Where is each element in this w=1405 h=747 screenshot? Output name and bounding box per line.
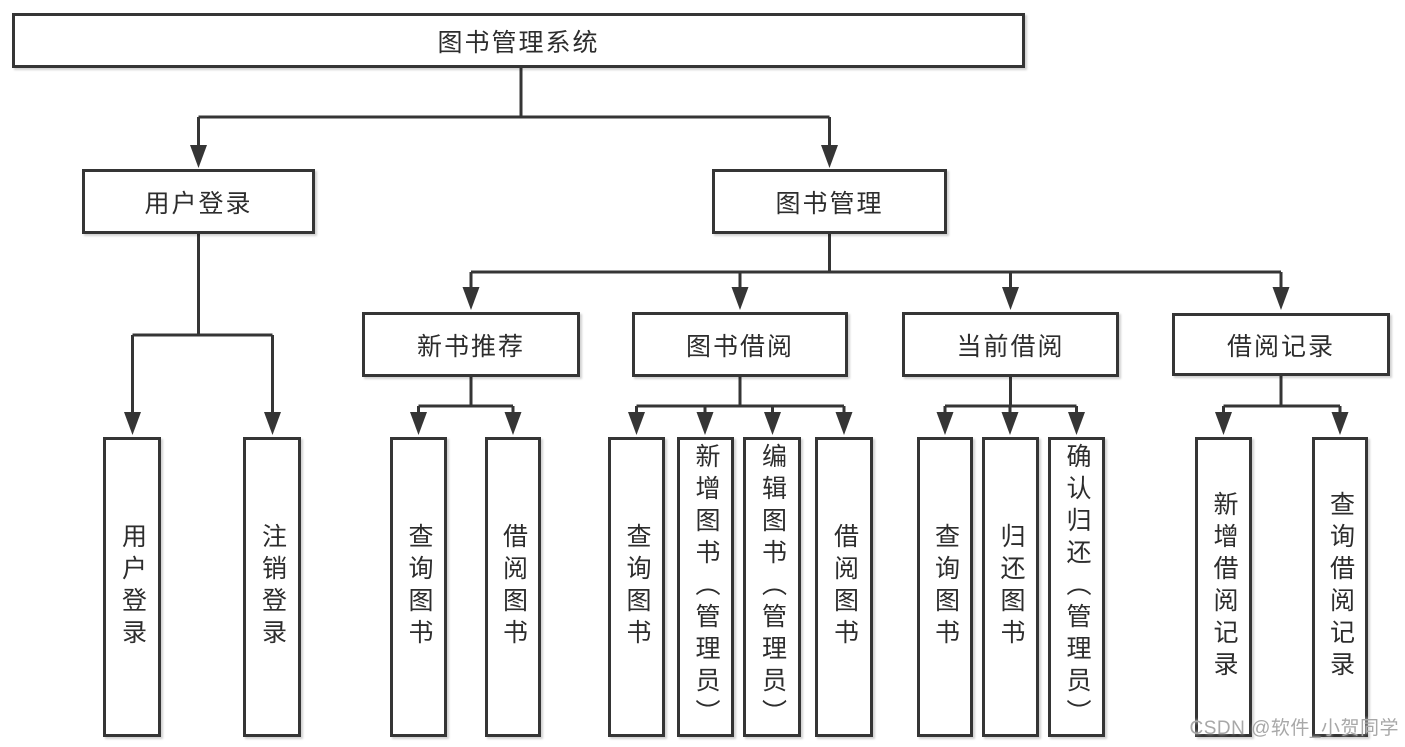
- leaf-borrow-book-2: 借阅图书: [815, 437, 873, 737]
- node-root: 图书管理系统: [12, 13, 1025, 68]
- leaf-query-book-2: 查询图书: [608, 437, 665, 737]
- node-book-borrow: 图书借阅: [632, 312, 848, 377]
- node-new-book-recommend: 新书推荐: [362, 312, 580, 377]
- leaf-confirm-return-admin: 确认归还（管理员）: [1048, 437, 1105, 737]
- leaf-borrow-book-1: 借阅图书: [485, 437, 541, 737]
- leaf-add-borrow-record: 新增借阅记录: [1195, 437, 1252, 737]
- leaf-query-borrow-record: 查询借阅记录: [1312, 437, 1368, 737]
- leaf-user-login: 用户登录: [103, 437, 161, 737]
- csdn-watermark: CSDN @软件_小贺同学: [1189, 718, 1399, 739]
- leaf-add-book-admin: 新增图书（管理员）: [677, 437, 734, 737]
- node-user-login: 用户登录: [82, 169, 315, 234]
- leaf-return-book: 归还图书: [982, 437, 1039, 737]
- leaf-logout: 注销登录: [243, 437, 301, 737]
- node-current-borrow: 当前借阅: [902, 312, 1119, 377]
- leaf-edit-book-admin: 编辑图书（管理员）: [743, 437, 801, 737]
- leaf-query-book-1: 查询图书: [390, 437, 447, 737]
- node-borrow-record: 借阅记录: [1172, 313, 1390, 376]
- node-book-management: 图书管理: [712, 169, 947, 234]
- leaf-query-book-3: 查询图书: [917, 437, 973, 737]
